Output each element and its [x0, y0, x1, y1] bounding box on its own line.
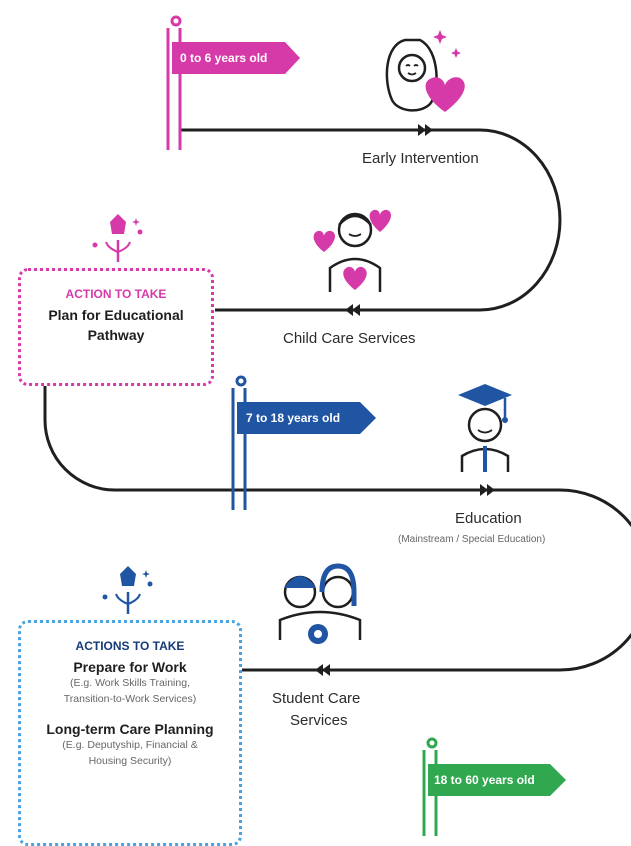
- stage-label-child-care: Child Care Services: [283, 330, 416, 347]
- students-icon: [278, 563, 362, 644]
- action-item1-note-line1: (E.g. Work Skills Training,: [69, 677, 190, 689]
- action-item2-note-line1: (E.g. Deputyship, Financial &: [62, 739, 198, 751]
- direction-arrow-left: [345, 304, 360, 316]
- baby-with-heart-icon: [385, 30, 465, 112]
- flag-label-0-6: 0 to 6 years old: [180, 51, 268, 65]
- stage-note-education: (Mainstream / Special Education): [398, 534, 546, 545]
- stage-label-student-care-line2: Services: [290, 712, 348, 729]
- stage-label-education: Education: [455, 510, 522, 527]
- flag-banner-0-6: [172, 42, 300, 74]
- stage-label-student-care-line1: Student Care: [272, 690, 361, 707]
- action-box-educational: ACTION TO TAKE Plan for Educational Path…: [18, 268, 214, 386]
- path-segment-1: [180, 128, 562, 312]
- flag-banner-7-18: [237, 402, 376, 434]
- action-title-line2: Pathway: [87, 327, 145, 343]
- flag-banner-18-60: [428, 764, 566, 796]
- direction-arrow-left: [315, 664, 330, 676]
- direction-arrow-right: [480, 484, 495, 496]
- action-item2-title: Long-term Care Planning: [46, 721, 214, 737]
- actions-heading: ACTIONS TO TAKE: [75, 639, 185, 653]
- path-segment-2: [43, 380, 631, 672]
- action-title-line1: Plan for Educational: [48, 307, 184, 323]
- flag-label-18-60: 18 to 60 years old: [434, 773, 535, 787]
- sparkling-flower-icon: [102, 566, 153, 614]
- action-box-work-and-care: ACTIONS TO TAKE Prepare for Work (E.g. W…: [18, 620, 242, 846]
- flag-label-7-18: 7 to 18 years old: [246, 411, 341, 425]
- action-item1-title: Prepare for Work: [73, 659, 187, 675]
- graduate-icon: [458, 384, 512, 472]
- action-heading: ACTION TO TAKE: [65, 287, 167, 301]
- action-item2-note-line2: Housing Security): [88, 755, 172, 767]
- caregiver-with-hearts-icon: [313, 209, 392, 292]
- action-item1-note-line2: Transition-to-Work Services): [63, 693, 197, 705]
- direction-arrow-right: [418, 124, 433, 136]
- flag-0-6: [166, 15, 182, 150]
- sparkling-flower-icon: [92, 214, 143, 262]
- stage-label-early-intervention: Early Intervention: [362, 150, 479, 167]
